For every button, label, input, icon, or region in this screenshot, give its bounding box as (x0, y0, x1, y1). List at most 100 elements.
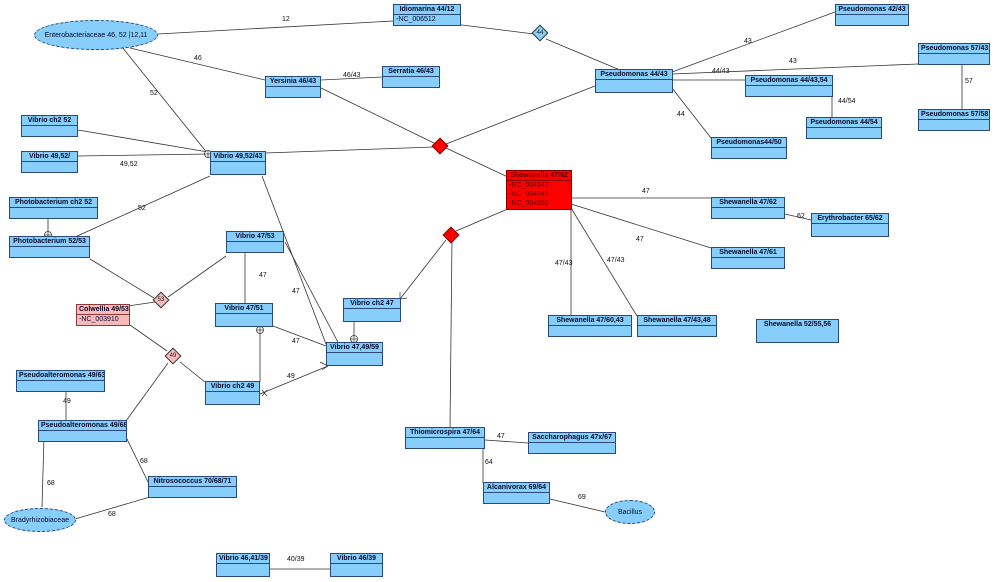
node-label: Pseudomonas44/50 (712, 138, 786, 148)
node-shewanella-red[interactable]: Shewanella 47/62 -NC_004347 -NC_004349 -… (506, 170, 572, 210)
node-label: Vibrio ch2 49 (206, 382, 259, 392)
node-idiomarina[interactable]: Idiomarina 44/12 -NC_006512 (393, 4, 461, 26)
node-accession: -NC_004350 (509, 200, 549, 207)
edge-label: 68 (140, 458, 148, 465)
node-label: Shewanella 47/60,43 (549, 316, 631, 326)
node-label: Idiomarina 44/12 (394, 5, 460, 15)
node-pseudomonas-44-43-54[interactable]: Pseudomonas 44/43,54 (745, 75, 833, 97)
node-label: Erythrobacter 65/62 (812, 214, 888, 224)
node-label: Pseudomonas 42/43 (836, 5, 908, 15)
edge-label: 52 (150, 90, 158, 97)
edge-label: 49 (287, 373, 295, 380)
node-vibrio-47-53[interactable]: Vibrio 47/53 (226, 231, 284, 253)
node-label: Vibrio 47/51 (216, 304, 272, 314)
edge-label: 52 (138, 205, 146, 212)
node-erythrobacter[interactable]: Erythrobacter 65/62 (811, 213, 889, 237)
node-nitrosococcus[interactable]: Nitrosococcus 70/68/71 (148, 476, 237, 498)
node-vibrio-46-39[interactable]: Vibrio 46/39 (330, 553, 383, 577)
edge-label: 47 (636, 236, 644, 243)
node-yersinia[interactable]: Yersinia 46/43 (265, 76, 321, 98)
node-pseudomonas-44-54[interactable]: Pseudomonas 44/54 (806, 117, 882, 139)
node-label: Thiomicrospira 47/64 (406, 428, 484, 438)
node-thiomicrospira[interactable]: Thiomicrospira 47/64 (405, 427, 485, 449)
node-label: Shewanella 52/55,56 (763, 321, 832, 328)
edge-label: 68 (47, 480, 55, 487)
edge-label: 44/54 (838, 98, 856, 105)
edge-label: 46/43 (343, 72, 361, 79)
node-label: Alcanivorax 69/64 (484, 483, 549, 493)
node-shewanella-52-55-56[interactable]: Shewanella 52/55,56 (756, 319, 839, 343)
node-shewanella-47-43-48[interactable]: Shewanella 47/43,48 (637, 315, 717, 337)
edge-label: 49 (63, 398, 71, 405)
node-label: Colwellia 49/53 (77, 306, 129, 315)
node-serratia[interactable]: Serratia 46/43 (382, 66, 440, 88)
edge-label: 44 (677, 111, 685, 118)
node-shewanella-47-60-43[interactable]: Shewanella 47/60,43 (548, 315, 632, 337)
node-pseudomonas-57-43[interactable]: Pseudomonas 57/43 (918, 43, 990, 65)
edge-label: 47 (292, 338, 300, 345)
edge-label: 47/43 (607, 257, 625, 264)
enterobacteriaceae-ellipse[interactable]: Enterobacteriaceae 46, 52 |12,11 (34, 20, 158, 50)
node-label: Pseudoalteromonas 49/63 (17, 372, 104, 381)
diamond-label-44: 44 (536, 30, 544, 36)
node-pseudomonas-44-43[interactable]: Pseudomonas 44/43 (595, 69, 673, 93)
node-pseudomonas-57-58[interactable]: Pseudomonas 57/58 (918, 109, 990, 131)
bradyrhizobiaceae-ellipse[interactable]: Bradyrhizobiaceae (4, 508, 76, 532)
node-accession: -NC_003910 (79, 316, 119, 323)
node-label: Vibrio ch2 52 (22, 116, 77, 126)
node-label: Vibrio 49,52/43 (211, 152, 265, 162)
diamond-label-49: 49 (169, 353, 177, 359)
node-photobacterium-ch2-52[interactable]: Photobacterium ch2 52 (9, 197, 98, 219)
node-label: Serratia 46/43 (383, 67, 439, 77)
bacillus-ellipse[interactable]: Bacillus (605, 500, 655, 524)
node-vibrio-47-51[interactable]: Vibrio 47/51 (215, 303, 273, 327)
edge-label: 57 (965, 78, 973, 85)
edge-label: 64 (485, 459, 493, 466)
node-vibrio-ch2-49[interactable]: Vibrio ch2 49 (205, 381, 260, 405)
node-vibrio-49-52[interactable]: Vibrio 49,52/ (21, 151, 78, 173)
node-label: Shewanella 47/62 (712, 198, 784, 208)
node-label: Shewanella 47/61 (712, 248, 784, 258)
edge-label: 47 (259, 272, 267, 279)
node-alcanivorax[interactable]: Alcanivorax 69/64 (483, 482, 550, 504)
node-label: Vibrio 46,41/39 (217, 555, 269, 564)
node-label: Pseudoalteromonas 49/68 (39, 422, 126, 431)
node-photobacterium-52-53[interactable]: Photobacterium 52/53 (9, 236, 90, 258)
node-vibrio-ch2-52[interactable]: Vibrio ch2 52 (21, 115, 78, 137)
node-shewanella-47-62[interactable]: Shewanella 47/62 (711, 197, 785, 219)
node-pseudoalteromonas-49-68[interactable]: Pseudoalteromonas 49/68 (38, 420, 127, 442)
edge-label: 12 (282, 16, 290, 23)
node-pseudomonas-44-50[interactable]: Pseudomonas44/50 (711, 137, 787, 159)
node-vibrio-49-52-43[interactable]: Vibrio 49,52/43 (210, 151, 266, 175)
edge-label: 69 (578, 494, 586, 501)
edge-label: 47 (642, 188, 650, 195)
node-label: Vibrio ch2 47 (344, 299, 400, 309)
node-colwellia[interactable]: Colwellia 49/53 -NC_003910 (76, 304, 130, 326)
node-label: Shewanella 47/62 (507, 171, 571, 181)
node-label: Vibrio 47,49/59 (327, 343, 382, 353)
edge-label: 49,52 (120, 161, 138, 168)
edge-label: 62 (797, 213, 805, 220)
node-vibrio-46-41-39[interactable]: Vibrio 46,41/39 (216, 553, 270, 577)
edge-label: 43 (744, 38, 752, 45)
node-label: Pseudomonas 44/43,54 (746, 76, 832, 86)
edge-label: 68 (108, 511, 116, 518)
edge-label: 47 (292, 288, 300, 295)
node-shewanella-47-61[interactable]: Shewanella 47/61 (711, 247, 785, 269)
node-label: Saccharophagus 47x/67 (529, 433, 615, 443)
node-saccharophagus[interactable]: Saccharophagus 47x/67 (528, 432, 616, 454)
node-label: Nitrosococcus 70/68/71 (149, 477, 236, 487)
node-label: Pseudomonas 44/54 (807, 118, 881, 128)
edge-label: 47/43 (555, 260, 573, 267)
node-label: Yersinia 46/43 (266, 77, 320, 87)
node-pseudoalteromonas-49-63[interactable]: Pseudoalteromonas 49/63 (16, 370, 105, 392)
node-pseudomonas-42-43[interactable]: Pseudomonas 42/43 (835, 4, 909, 26)
node-vibrio-47-49-59[interactable]: Vibrio 47,49/59 (326, 342, 383, 366)
node-label: Vibrio 46/39 (331, 554, 382, 564)
node-accession: -NC_006512 (396, 16, 436, 23)
node-accession: -NC_004347 (509, 182, 549, 189)
edge-label: 40/39 (287, 556, 305, 563)
node-vibrio-ch2-47[interactable]: Vibrio ch2 47 (343, 298, 401, 322)
